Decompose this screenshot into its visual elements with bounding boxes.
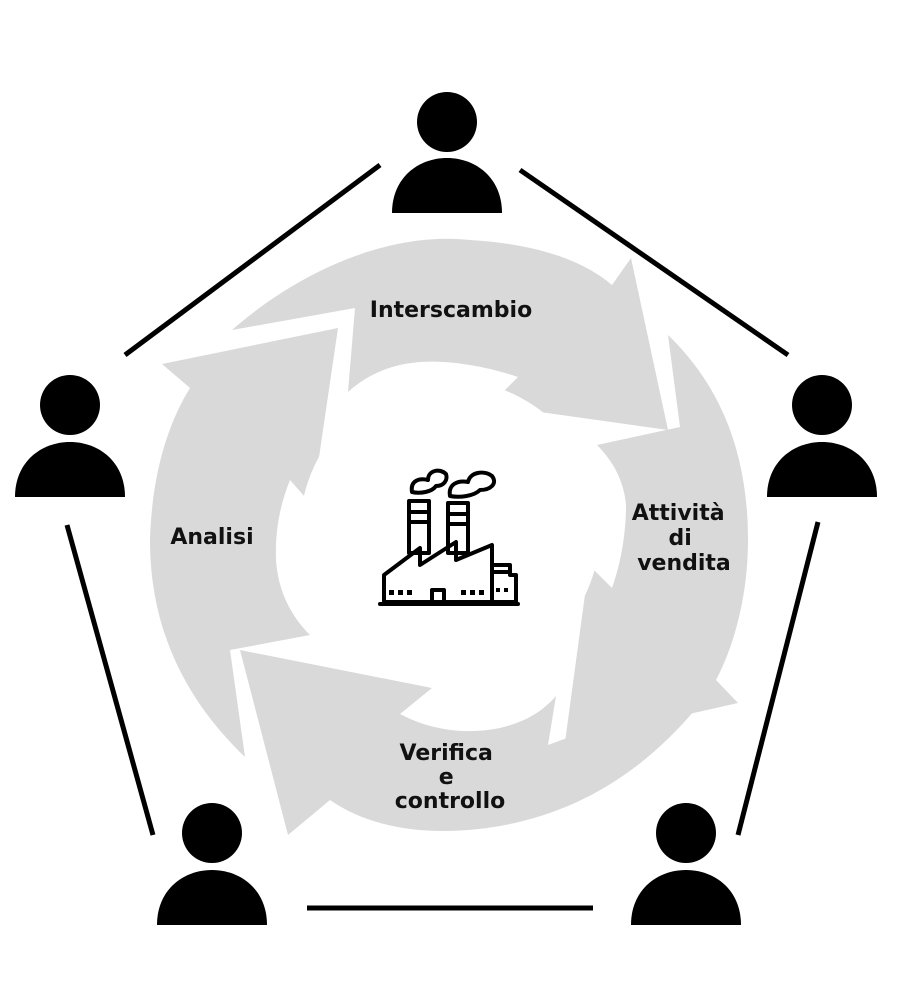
connector-line-top-right <box>518 167 790 358</box>
cycle-arrow-right <box>565 335 748 742</box>
factory-icon <box>378 468 520 606</box>
connector-line-right <box>735 521 821 836</box>
step-label-analisi: Analisi <box>170 525 253 550</box>
step-label-line: di <box>669 526 692 551</box>
connector-lines <box>64 162 821 911</box>
cycle-arrow-left <box>150 328 338 757</box>
cycle-arrows <box>150 238 748 835</box>
person-icon <box>15 375 125 497</box>
cycle-arrow-bottom <box>240 650 716 835</box>
step-label-interscambio: Interscambio <box>370 298 532 323</box>
step-label-line: Attività <box>632 501 725 526</box>
step-label-verifica-e-controllo: Verifica e controllo <box>395 741 506 814</box>
person-icon <box>631 803 741 925</box>
cycle-arrow-top <box>232 238 668 430</box>
person-icon <box>392 92 502 213</box>
step-label-line: Interscambio <box>370 298 532 323</box>
step-label-attivita-di-vendita: Attività di vendita <box>632 501 733 576</box>
connector-line-left <box>64 524 156 836</box>
person-icon <box>157 803 267 925</box>
step-label-line: controllo <box>395 789 506 814</box>
connector-line-top-left <box>123 162 382 358</box>
person-icon <box>767 375 877 497</box>
step-label-line: Analisi <box>170 525 253 550</box>
step-label-line: Verifica <box>400 741 493 766</box>
step-label-line: e <box>439 765 454 790</box>
step-label-line: vendita <box>637 551 731 576</box>
